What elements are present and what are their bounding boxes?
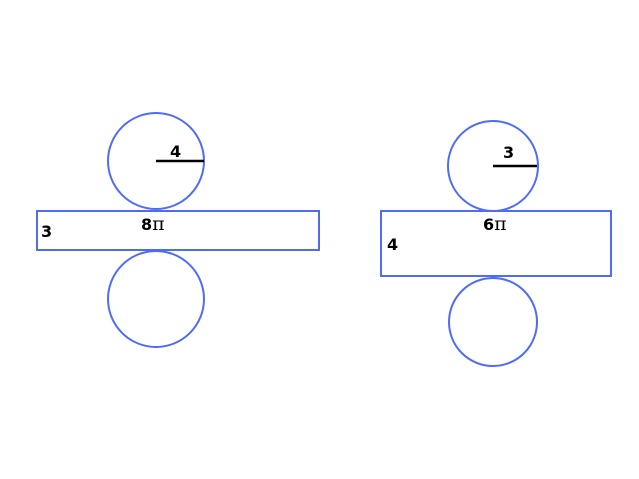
circumference-label: 8π <box>141 213 165 235</box>
pi-symbol: π <box>494 213 507 235</box>
radius-label: 4 <box>170 142 181 161</box>
radius-label: 3 <box>503 143 514 162</box>
circumference-number: 6 <box>483 215 494 234</box>
lateral-surface-rect <box>380 210 612 277</box>
circumference-label: 6π <box>483 213 507 235</box>
pi-symbol: π <box>152 213 165 235</box>
height-label: 4 <box>387 235 398 254</box>
bottom-base-circle <box>107 250 205 348</box>
circumference-number: 8 <box>141 215 152 234</box>
height-label: 3 <box>41 222 52 241</box>
lateral-surface-rect <box>36 210 320 251</box>
bottom-base-circle <box>448 277 538 367</box>
cylinder-net-left: 4 3 8π <box>36 112 320 348</box>
cylinder-net-right: 3 4 6π <box>380 120 612 367</box>
